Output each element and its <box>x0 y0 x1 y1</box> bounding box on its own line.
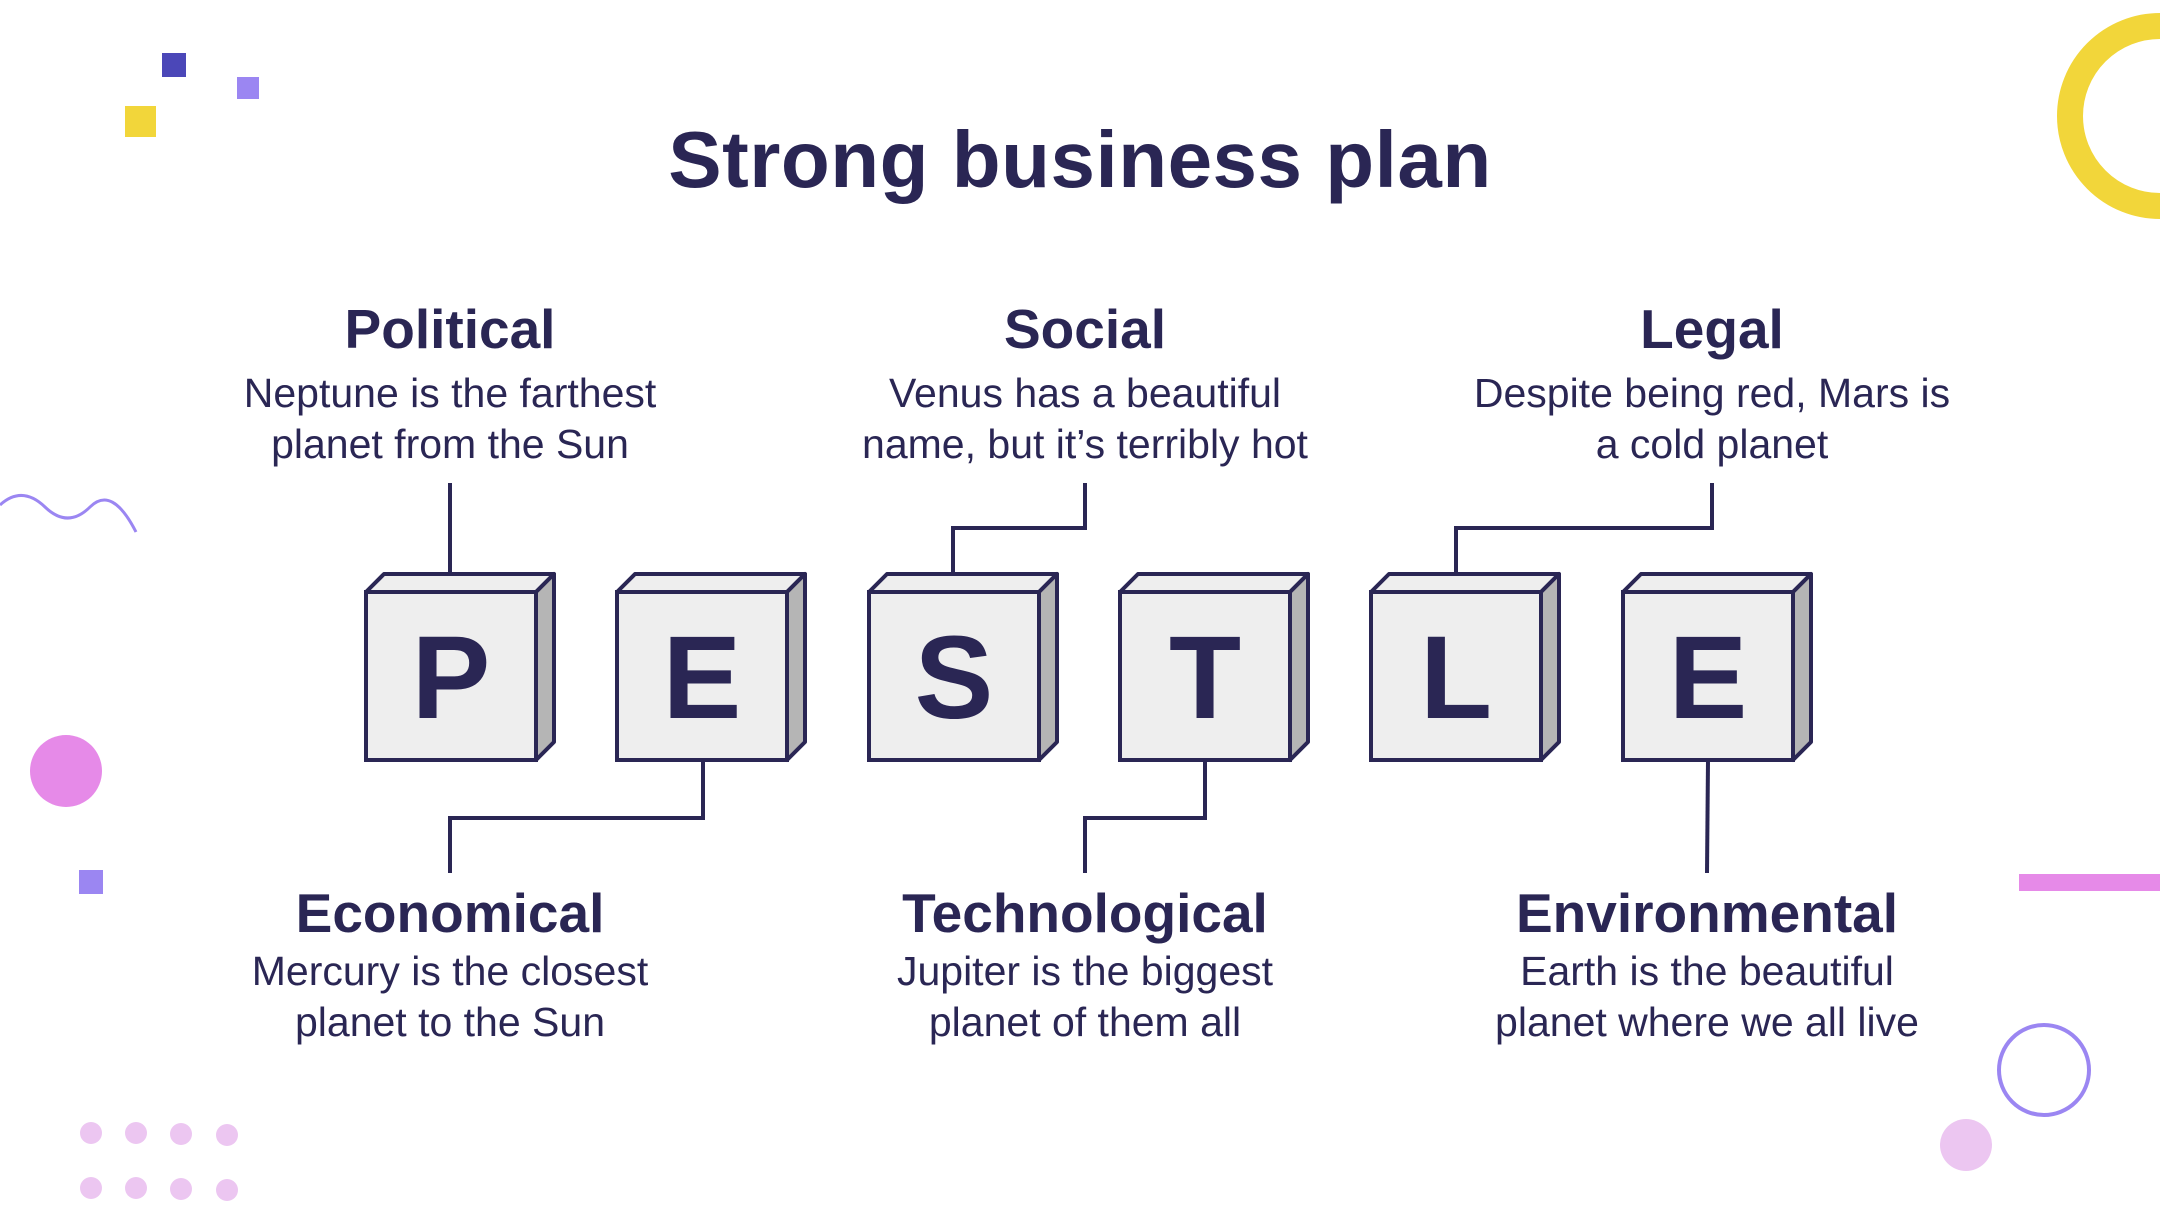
connector-social <box>951 483 1087 592</box>
factor-political: Political Neptune is the farthest planet… <box>130 296 770 470</box>
factor-technological-line2: planet of them all <box>928 999 1242 1045</box>
letter-box-3-side <box>1037 572 1059 762</box>
factor-environmental-line1: Earth is the beautiful <box>1520 948 1894 994</box>
deco-circle-pink <box>1940 1119 1992 1171</box>
deco-dot-grid <box>80 1122 238 1201</box>
letter-box-3-top <box>867 572 1059 594</box>
letter-box-6-face <box>1621 590 1795 762</box>
letter-box-3: S <box>867 572 1059 762</box>
deco-ring-violet <box>1997 1023 2091 1117</box>
letter-box-1-side <box>534 572 556 762</box>
deco-dot <box>80 1122 102 1144</box>
letter-p: P <box>412 612 491 744</box>
factor-legal: Legal Despite being red, Mars is a cold … <box>1392 296 2032 470</box>
connector-legal <box>1454 483 1714 592</box>
factor-political-line1: Neptune is the farthest <box>243 370 657 416</box>
factor-environmental: Environmental Earth is the beautiful pla… <box>1387 880 2027 1048</box>
letter-box-6-side <box>1791 572 1813 762</box>
factor-social-line1: Venus has a beautiful <box>888 370 1282 416</box>
factor-social-line2: name, but it’s terribly hot <box>862 421 1308 467</box>
factor-economical-line1: Mercury is the closest <box>251 948 649 994</box>
deco-dot <box>125 1122 147 1144</box>
letter-box-2-face <box>615 590 789 762</box>
factor-technological-heading: Technological <box>902 882 1268 944</box>
factor-environmental-heading: Environmental <box>1515 882 1899 944</box>
connector-technological <box>1083 760 1207 873</box>
factor-political-heading: Political <box>344 298 556 360</box>
connector-environmental <box>1705 759 1710 874</box>
decorations <box>0 13 2160 1201</box>
factor-social: Social Venus has a beautiful name, but i… <box>765 296 1405 470</box>
factor-environmental-line2: planet where we all live <box>1495 999 1919 1045</box>
letter-l: L <box>1420 612 1492 744</box>
deco-circle-magenta <box>30 735 102 807</box>
letter-box-1-face <box>364 590 538 762</box>
factor-economical-line2: planet to the Sun <box>294 999 606 1045</box>
letter-box-1: P <box>364 572 556 762</box>
factor-social-heading: Social <box>1003 298 1167 360</box>
letter-box-4-side <box>1288 572 1310 762</box>
letter-box-5-top <box>1369 572 1561 594</box>
letter-box-2-side <box>785 572 807 762</box>
factor-legal-line2: a cold planet <box>1595 421 1829 467</box>
letter-s: S <box>915 612 994 744</box>
connectors <box>448 483 1714 874</box>
deco-dot <box>216 1179 238 1201</box>
deco-dot <box>170 1178 192 1200</box>
deco-square-violet-top <box>237 77 259 99</box>
letter-box-2: E <box>615 572 807 762</box>
deco-dot <box>80 1177 102 1199</box>
letter-box-4-top <box>1118 572 1310 594</box>
letter-box-1-top <box>364 572 556 594</box>
letter-e-first: E <box>663 612 742 744</box>
deco-ring-yellow <box>2057 13 2160 219</box>
letter-box-2-top <box>615 572 807 594</box>
factor-technological-line1: Jupiter is the biggest <box>896 948 1274 994</box>
deco-bar-magenta <box>2019 874 2160 891</box>
factor-political-line2: planet from the Sun <box>271 421 629 467</box>
deco-dot <box>170 1123 192 1145</box>
connector-economical <box>448 760 705 873</box>
letter-t: T <box>1169 612 1241 744</box>
factor-legal-line1: Despite being red, Mars is <box>1473 370 1951 416</box>
letter-box-6: E <box>1621 572 1813 762</box>
letter-box-5: L <box>1369 572 1561 762</box>
letter-box-5-side <box>1539 572 1561 762</box>
factor-technological: Technological Jupiter is the biggest pla… <box>765 880 1405 1048</box>
letter-box-6-top <box>1621 572 1813 594</box>
factor-legal-heading: Legal <box>1640 298 1784 360</box>
letter-box-4-face <box>1118 590 1292 762</box>
deco-wave <box>0 494 138 533</box>
letter-box-3-face <box>867 590 1041 762</box>
deco-square-indigo <box>162 53 186 77</box>
letter-box-5-face <box>1369 590 1543 762</box>
letter-e-last: E <box>1669 612 1748 744</box>
letter-box-4: T <box>1118 572 1310 762</box>
deco-square-violet-left <box>79 870 103 894</box>
factor-economical-heading: Economical <box>295 882 605 944</box>
factor-economical: Economical Mercury is the closest planet… <box>130 880 770 1048</box>
deco-dot <box>216 1124 238 1146</box>
deco-dot <box>125 1177 147 1199</box>
deco-square-yellow <box>125 106 156 137</box>
page-title: Strong business plan <box>668 115 1492 204</box>
